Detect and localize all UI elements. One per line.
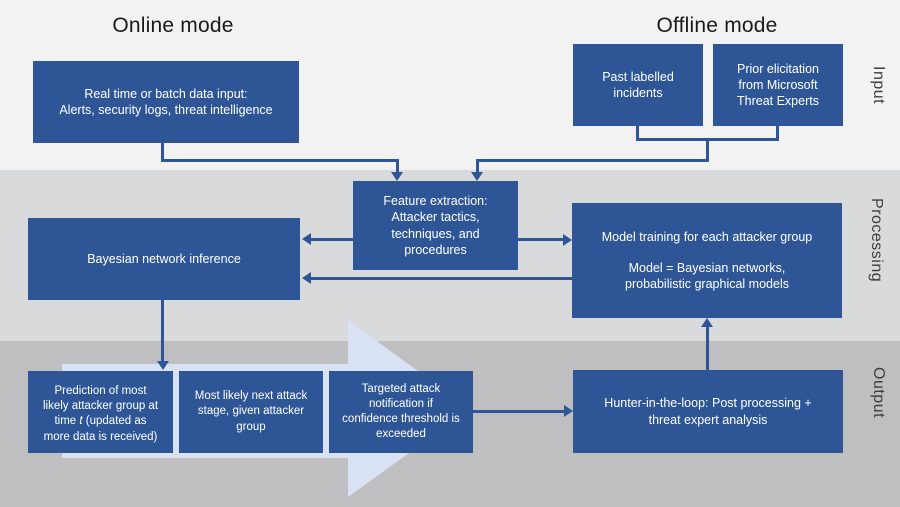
prediction-text-part2: (updated as more data is received): [43, 415, 158, 443]
connector-prior-down: [776, 125, 779, 141]
connector-past-down: [636, 125, 639, 141]
band-label-input: Input: [870, 65, 887, 105]
connector-offline-across: [476, 159, 709, 162]
box-prediction: Prediction of most likely attacker group…: [28, 371, 173, 453]
arrowhead-into-hunter-icon: [564, 405, 573, 417]
box-bayesian-inference: Bayesian network inference: [28, 218, 300, 300]
arrowhead-into-feature-right-icon: [471, 172, 483, 181]
prediction-text-italic-t: t: [79, 415, 83, 428]
box-realtime-input: Real time or batch data input: Alerts, s…: [33, 61, 299, 143]
arrowhead-into-feature-left-icon: [391, 172, 403, 181]
box-prior-elicitation: Prior elicitation from Microsoft Threat …: [713, 44, 843, 126]
connector-realtime-down: [161, 143, 164, 162]
box-feature-extraction: Feature extraction: Attacker tactics, te…: [353, 181, 518, 270]
connector-bayesian-down: [161, 300, 164, 362]
box-next-attack-stage: Most likely next attack stage, given att…: [179, 371, 323, 453]
connector-offline-drop: [706, 138, 709, 162]
connector-realtime-drop: [396, 159, 399, 173]
model-training-line1: Model training for each attacker group: [601, 229, 813, 244]
arrowhead-into-prediction-icon: [157, 361, 169, 370]
connector-feature-to-model: [518, 238, 564, 241]
band-label-processing: Processing: [868, 197, 885, 283]
connector-model-to-bayesian: [310, 277, 572, 280]
connector-targeted-to-hunter: [473, 410, 565, 413]
band-label-output: Output: [870, 367, 887, 419]
arrowhead-into-bayesian-top-icon: [302, 233, 311, 245]
box-hunter-in-the-loop: Hunter-in-the-loop: Post processing + th…: [573, 370, 843, 453]
model-training-line2: Model = Bayesian networks, probabilistic…: [625, 260, 789, 292]
arrowhead-into-bayesian-bottom-icon: [302, 272, 311, 284]
box-targeted-notification: Targeted attack notification if confiden…: [329, 371, 473, 453]
connector-realtime-across: [161, 159, 399, 162]
arrowhead-into-model-bottom-icon: [701, 318, 713, 327]
connector-feature-to-bayesian: [310, 238, 353, 241]
box-past-incidents: Past labelled incidents: [573, 44, 703, 126]
connector-hunter-up: [706, 326, 709, 370]
box-model-training: Model training for each attacker group M…: [572, 203, 842, 318]
prediction-text-part1: Prediction of most likely attacker group…: [42, 385, 159, 428]
title-online-mode: Online mode: [112, 14, 234, 37]
title-offline-mode: Offline mode: [656, 14, 778, 37]
arrowhead-into-model-icon: [563, 234, 572, 246]
connector-offline-drop2: [476, 159, 479, 173]
